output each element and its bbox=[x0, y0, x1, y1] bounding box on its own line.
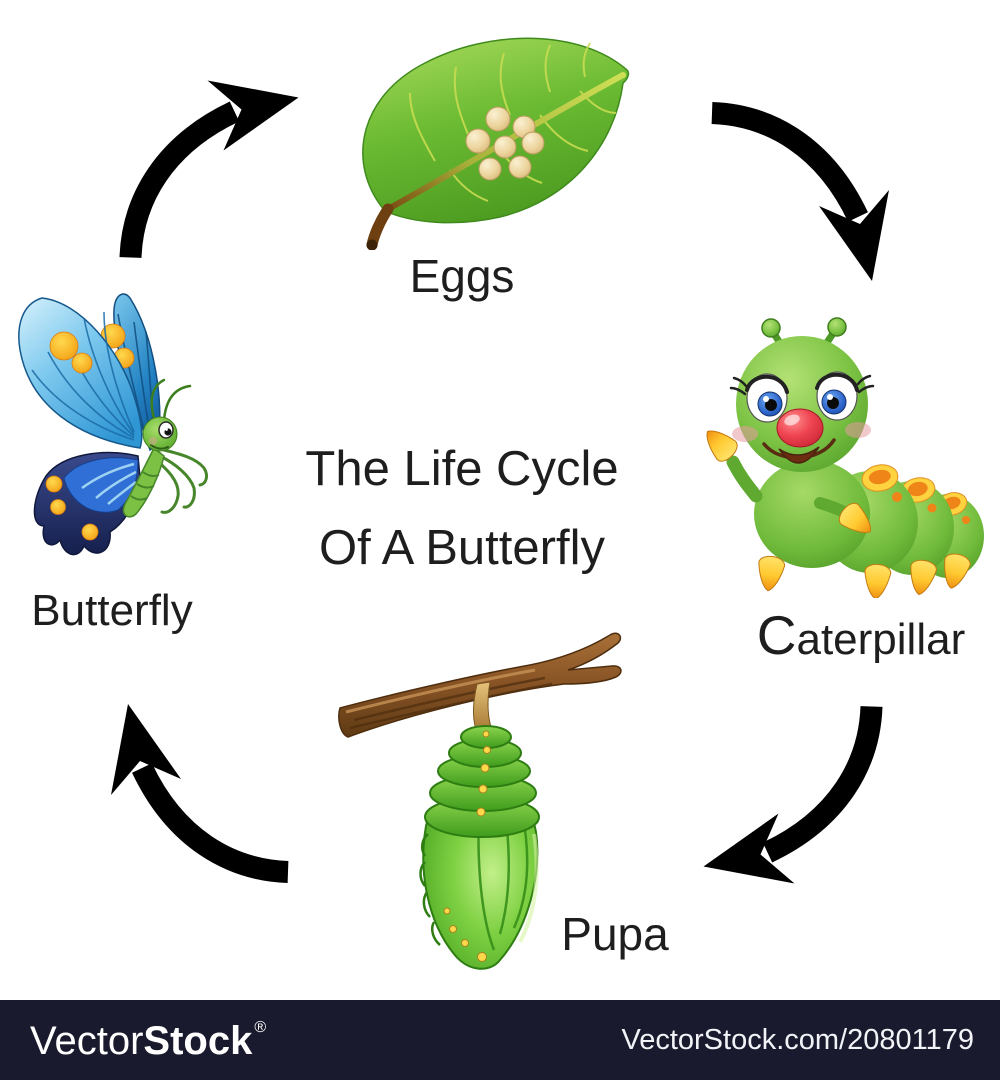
arrow-pupa-to-butterfly-icon bbox=[105, 700, 300, 900]
butterfly-legs bbox=[152, 448, 209, 514]
pupa-label: Pupa bbox=[561, 908, 669, 960]
butterfly-head bbox=[142, 416, 178, 452]
butterfly-icon bbox=[18, 293, 209, 556]
butterfly-upper-wing-front bbox=[18, 297, 143, 449]
caterpillar-icon bbox=[700, 317, 984, 598]
diagram-title: The Life Cycle Of A Butterfly bbox=[212, 430, 712, 588]
pupa-stalk bbox=[473, 681, 493, 731]
brand-bold: Stock bbox=[143, 1018, 253, 1063]
butterfly-hind-wing bbox=[33, 451, 141, 556]
arrow-caterpillar-to-pupa-icon bbox=[700, 695, 900, 890]
butterfly-antennae bbox=[150, 378, 192, 422]
chrysalis bbox=[419, 725, 540, 970]
caterpillar-mouth bbox=[762, 438, 836, 464]
leaf-stem bbox=[366, 203, 394, 250]
butterfly-abdomen bbox=[122, 446, 165, 518]
registered-mark: ® bbox=[254, 1018, 267, 1036]
chrysalis-dots bbox=[443, 730, 491, 962]
brand-light: Vector bbox=[30, 1018, 144, 1063]
caterpillar-head bbox=[729, 336, 875, 472]
caterpillar-chest bbox=[754, 460, 870, 568]
arrow-eggs-to-caterpillar-icon bbox=[700, 85, 895, 285]
vectorstock-logo: VectorStock® bbox=[30, 1018, 267, 1063]
eggs-leaf-icon bbox=[362, 37, 630, 250]
pupa-icon bbox=[338, 632, 622, 970]
title-line-2: Of A Butterfly bbox=[319, 521, 605, 575]
title-line-1: The Life Cycle bbox=[305, 442, 619, 496]
caterpillar-nose bbox=[776, 408, 824, 448]
caterpillar-eyes bbox=[729, 371, 875, 423]
vectorstock-credit: VectorStock.com/20801179 bbox=[621, 1023, 974, 1056]
caterpillar-raised-arm bbox=[726, 455, 763, 503]
arrow-butterfly-to-eggs-icon bbox=[103, 75, 303, 270]
butterfly-label: Butterfly bbox=[31, 586, 193, 635]
eggs-label: Eggs bbox=[409, 250, 515, 302]
egg-cluster bbox=[465, 106, 545, 181]
caterpillar-label: Caterpillar bbox=[756, 604, 966, 666]
caterpillar-body bbox=[700, 421, 984, 598]
vectorstock-bar: VectorStock® VectorStock.com/20801179 bbox=[0, 1000, 1000, 1080]
